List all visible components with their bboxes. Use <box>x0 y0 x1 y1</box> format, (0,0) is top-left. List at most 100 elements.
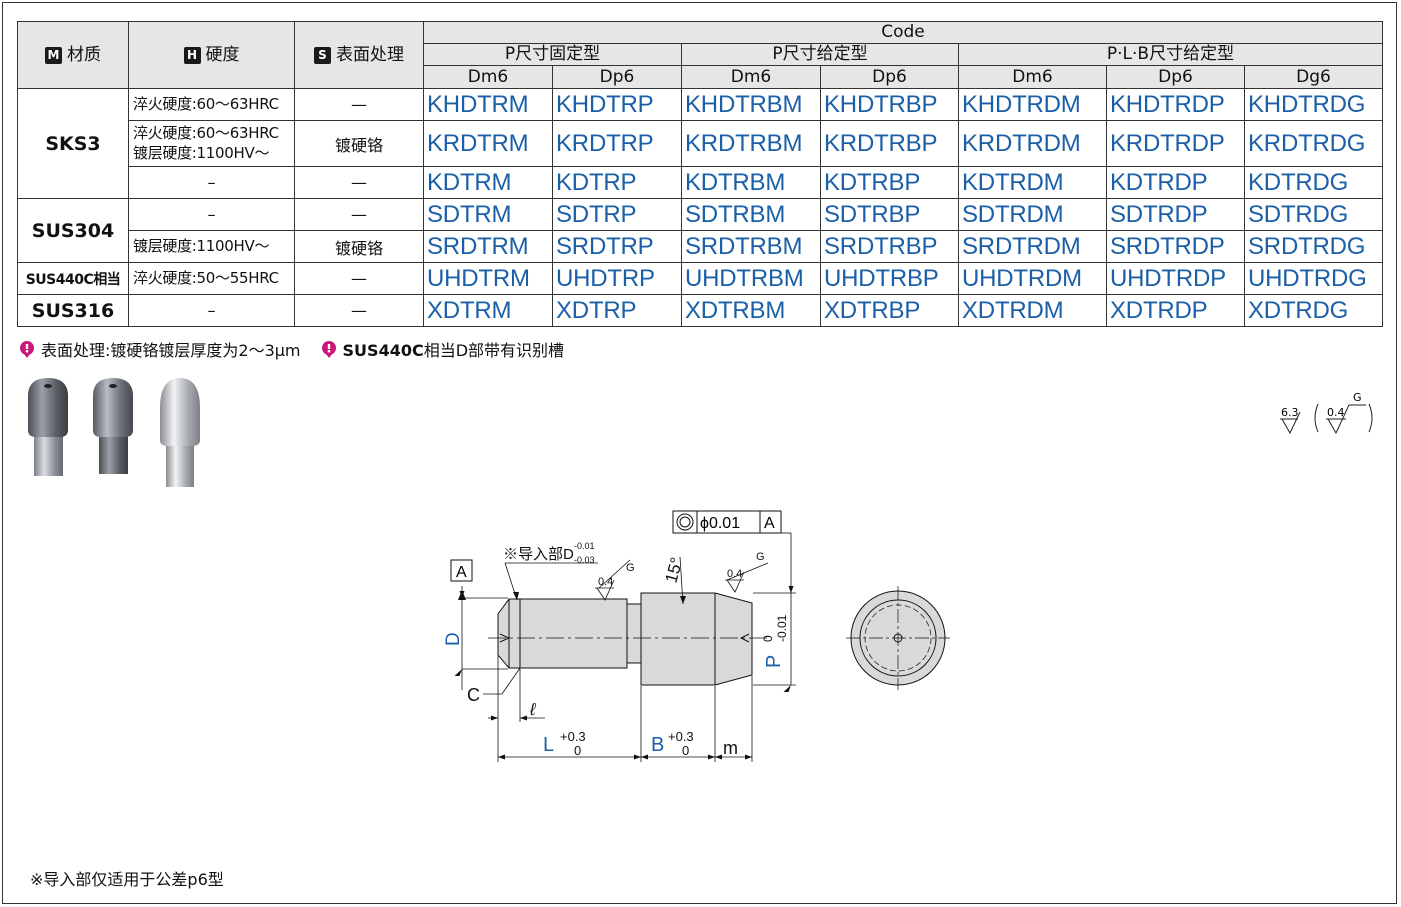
part-code[interactable]: KRDTRDG <box>1244 120 1383 167</box>
col-header: Dp6 <box>552 65 682 89</box>
col-header: Dp6 <box>820 65 959 89</box>
roughness-b-grade: G <box>756 551 765 563</box>
part-code[interactable]: KDTRBM <box>681 166 821 199</box>
group-header-3: P·L·B尺寸给定型 <box>958 43 1383 66</box>
col-header: Dm6 <box>958 65 1107 89</box>
part-code[interactable]: UHDTRDG <box>1244 262 1383 295</box>
part-code[interactable]: SDTRP <box>552 198 682 231</box>
part-code[interactable]: KHDTRDP <box>1106 88 1245 121</box>
roughness-b-value: 0.4 <box>727 568 742 580</box>
part-code[interactable]: KRDTRBM <box>681 120 821 167</box>
dim-c-label: C <box>467 685 480 705</box>
roughness-a-value: 0.4 <box>598 576 613 588</box>
part-code[interactable]: SRDTRDP <box>1106 230 1245 263</box>
surface-finish-symbol <box>1280 403 1373 435</box>
concentricity-value: ϕ0.01 <box>700 515 740 532</box>
col-header: Dm6 <box>423 65 553 89</box>
part-code[interactable]: XDTRBP <box>820 294 959 327</box>
roughness-a-grade: G <box>626 562 635 574</box>
material-cell: SUS440C相当 <box>17 262 129 295</box>
angle-label: 15° <box>662 555 687 585</box>
dim-d-label: D <box>443 632 464 646</box>
part-code[interactable]: SRDTRDG <box>1244 230 1383 263</box>
table-row: SUS316 – — XDTRM XDTRP XDTRBM XDTRBP XDT… <box>17 294 1383 327</box>
roughness-symbols <box>595 571 745 601</box>
group-header-1: P尺寸固定型 <box>423 43 682 66</box>
part-code[interactable]: KHDTRP <box>552 88 682 121</box>
concentricity-frame <box>672 510 782 534</box>
part-code[interactable]: SRDTRP <box>552 230 682 263</box>
part-code[interactable]: KHDTRBM <box>681 88 821 121</box>
part-code[interactable]: XDTRM <box>423 294 553 327</box>
part-code[interactable]: KDTRDP <box>1106 166 1245 199</box>
arrowheads <box>454 586 794 760</box>
part-code[interactable]: XDTRDG <box>1244 294 1383 327</box>
dim-L-label: L <box>543 734 554 756</box>
part-code[interactable]: XDTRDP <box>1106 294 1245 327</box>
footnote: ※导入部仅适用于公差p6型 <box>30 870 224 889</box>
surface-cell: 镀硬铬 <box>294 230 424 263</box>
part-code[interactable]: KDTRDG <box>1244 166 1383 199</box>
surface-cell: — <box>294 198 424 231</box>
note-surface: 表面处理:镀硬铬镀层厚度为2～3μm <box>41 341 301 360</box>
part-code[interactable]: UHDTRBP <box>820 262 959 295</box>
dim-B-label: B <box>651 734 664 756</box>
part-code[interactable]: XDTRDM <box>958 294 1107 327</box>
part-code[interactable]: SDTRDP <box>1106 198 1245 231</box>
surface-icon: S <box>314 47 331 64</box>
part-code[interactable]: KRDTRDP <box>1106 120 1245 167</box>
part-code[interactable]: KRDTRM <box>423 120 553 167</box>
part-code[interactable]: SDTRDM <box>958 198 1107 231</box>
part-code[interactable]: XDTRBM <box>681 294 821 327</box>
part-code[interactable]: SDTRBM <box>681 198 821 231</box>
hardness-cell: 镀层硬度:1100HV～ <box>128 230 295 263</box>
dim-m-label: m <box>723 738 738 758</box>
p-tol-upper: 0 <box>761 635 775 642</box>
part-code[interactable]: UHDTRP <box>552 262 682 295</box>
col-header: Dm6 <box>681 65 821 89</box>
part-code[interactable]: SRDTRDM <box>958 230 1107 263</box>
part-code[interactable]: SDTRM <box>423 198 553 231</box>
part-code[interactable]: SDTRBP <box>820 198 959 231</box>
hardness-cell: – <box>128 294 295 327</box>
part-code[interactable]: KDTRDM <box>958 166 1107 199</box>
part-code[interactable]: KHDTRDG <box>1244 88 1383 121</box>
table-row: 镀层硬度:1100HV～ 镀硬铬 SRDTRM SRDTRP SRDTRBM S… <box>18 230 1383 263</box>
part-code[interactable]: KHDTRM <box>423 88 553 121</box>
p-tol-lower: -0.01 <box>775 614 789 642</box>
material-cell: SUS316 <box>17 294 129 327</box>
part-code[interactable]: KRDTRDM <box>958 120 1107 167</box>
part-code[interactable]: UHDTRM <box>423 262 553 295</box>
part-code[interactable]: KRDTRBP <box>820 120 959 167</box>
note-identification: SUS440C相当D部带有识别槽 <box>342 341 565 360</box>
product-photo-2 <box>93 378 133 474</box>
surface-cell: — <box>294 294 424 327</box>
part-code[interactable]: SRDTRBP <box>820 230 959 263</box>
part-code[interactable]: KHDTRBP <box>820 88 959 121</box>
dim-L-tol-upper: +0.3 <box>560 729 586 744</box>
dim-L-tol-lower: 0 <box>574 743 581 758</box>
part-code[interactable]: UHDTRBM <box>681 262 821 295</box>
info-bullet-icon <box>20 340 34 358</box>
lead-in-tol-upper: -0.01 <box>574 541 595 551</box>
part-code[interactable]: UHDTRDM <box>958 262 1107 295</box>
product-photo-1 <box>28 378 68 476</box>
table-row: SKS3 淬火硬度:60～63HRC — KHDTRM KHDTRP KHDTR… <box>17 88 1383 199</box>
datum-label: A <box>456 564 467 581</box>
part-code[interactable]: KRDTRP <box>552 120 682 167</box>
part-code[interactable]: SRDTRM <box>423 230 553 263</box>
dimension-lines <box>461 532 796 762</box>
part-code[interactable]: KDTRP <box>552 166 682 199</box>
dim-B-tol-lower: 0 <box>682 743 689 758</box>
part-code[interactable]: KDTRM <box>423 166 553 199</box>
lead-in-tol-lower: -0.03 <box>574 555 595 565</box>
datum-box <box>450 559 473 582</box>
surface-cell: 镀硬铬 <box>294 120 424 167</box>
pin-end-view <box>846 586 950 690</box>
concentricity-icon <box>676 513 694 531</box>
part-code[interactable]: SDTRDG <box>1244 198 1383 231</box>
concentricity-datum: A <box>764 515 775 532</box>
finish-grade: G <box>1353 391 1362 404</box>
